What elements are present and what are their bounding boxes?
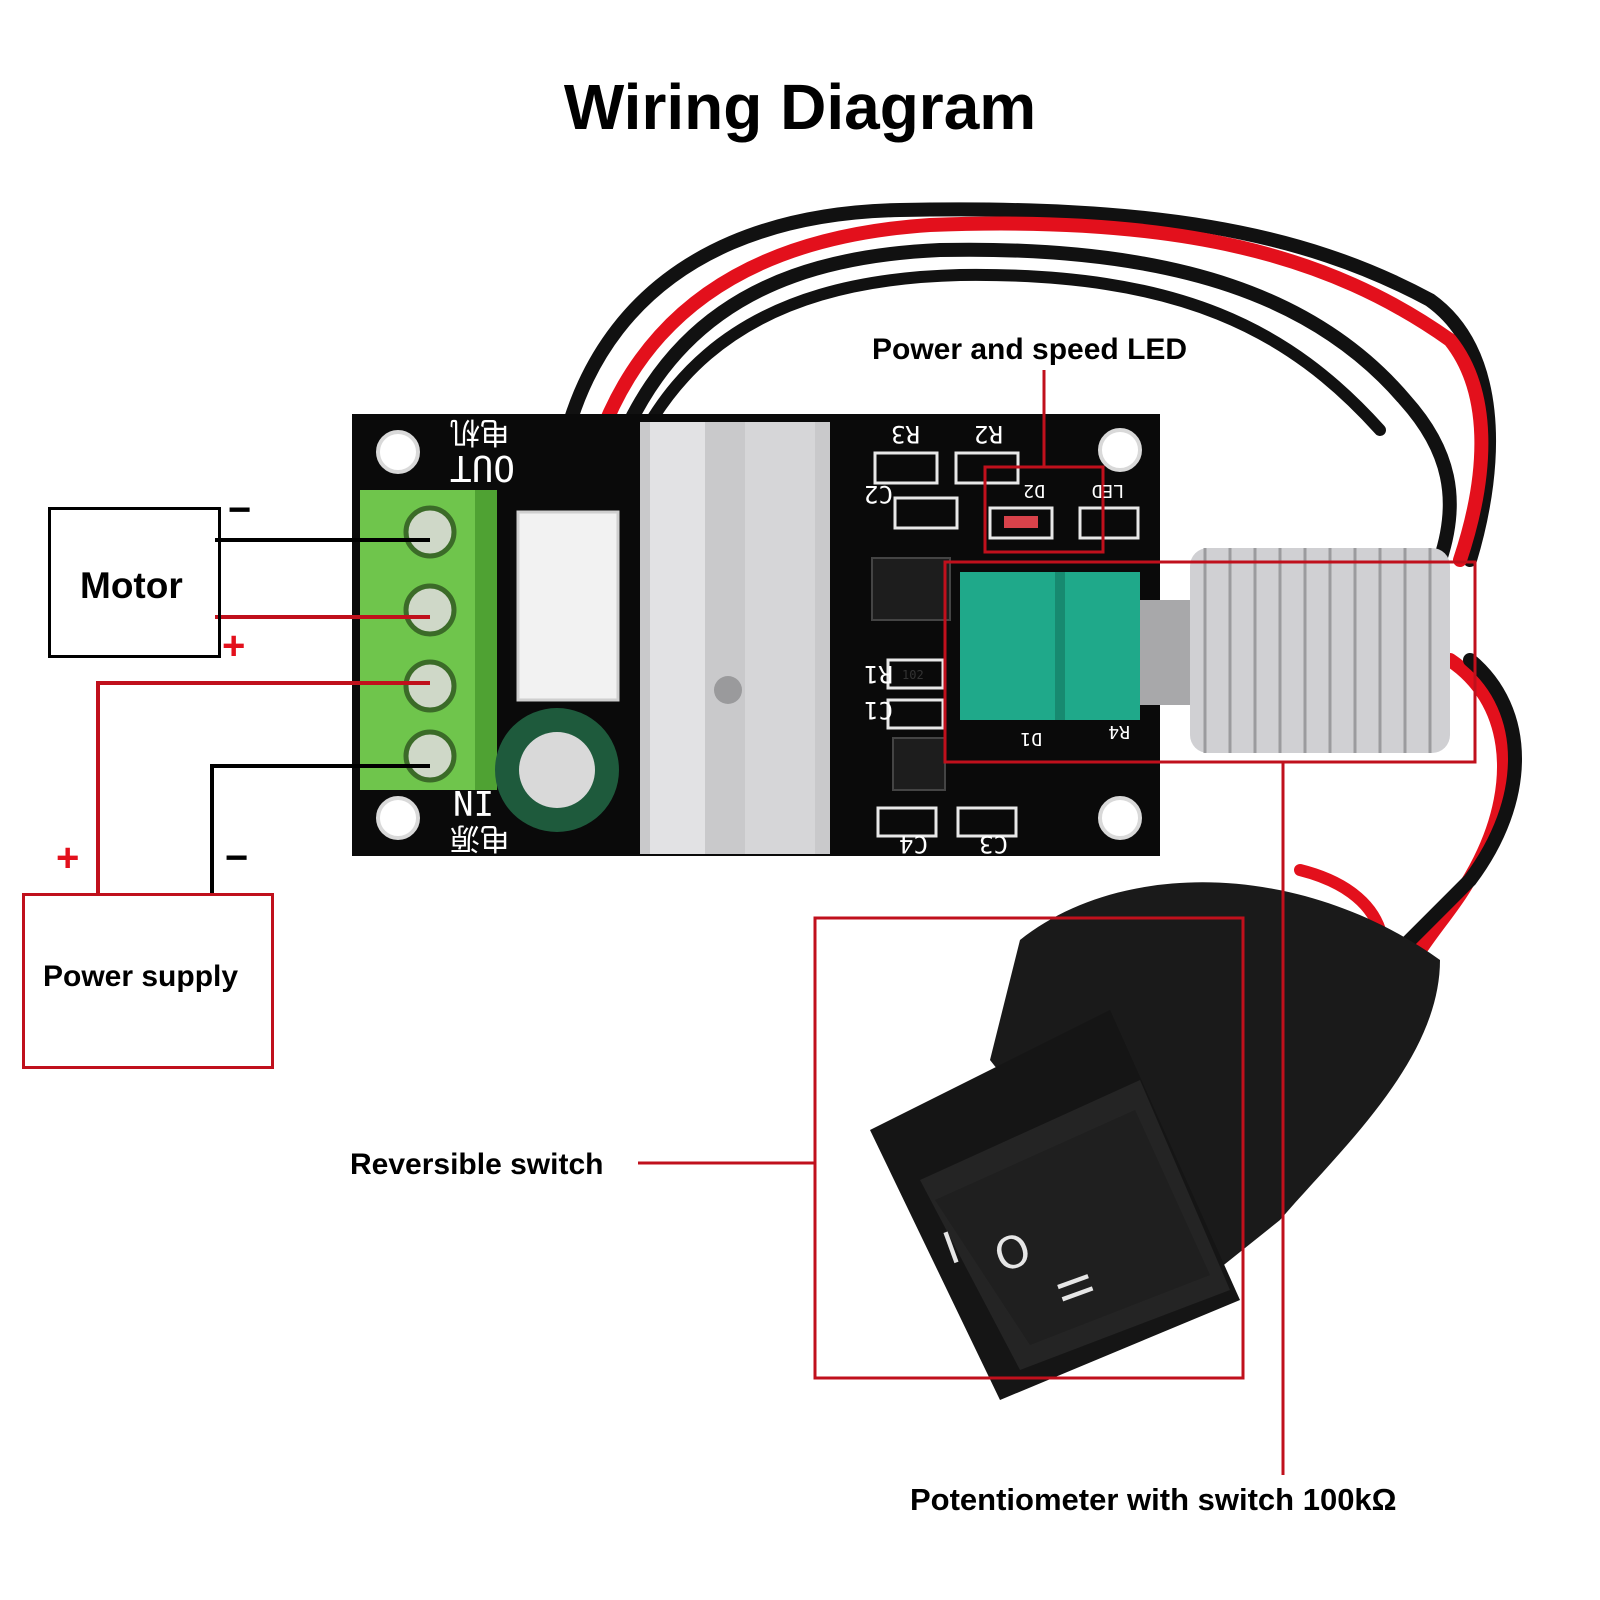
silk-c1: C1 (864, 696, 893, 724)
silk-r3: R3 (891, 420, 920, 448)
silk-c3: C3 (979, 830, 1008, 858)
cable-red-1 (562, 216, 1489, 667)
silk-d1: D1 (1020, 728, 1042, 749)
mount-hole (1098, 428, 1142, 472)
mount-hole (1098, 796, 1142, 840)
power-supply-label: Power supply (43, 960, 239, 993)
external-wiring (96, 538, 430, 895)
cable-black-2 (568, 242, 1457, 652)
transistor (892, 737, 946, 791)
switch-callout-box (813, 916, 1245, 1380)
pot-callout-box (943, 560, 1477, 764)
terminal-screw (403, 583, 457, 637)
power-minus-sign: − (225, 836, 249, 880)
power-supply-box: Power supply (22, 893, 274, 1069)
silk-in-cn: 电源 (450, 820, 510, 855)
cable-red-down-2 (1294, 864, 1386, 936)
power-plus-wire (96, 681, 430, 895)
silk-led: LED (1091, 480, 1124, 501)
motor-minus-sign: − (228, 488, 252, 532)
silk-r1: R1 (864, 660, 893, 688)
power-plus-sign: + (56, 836, 80, 880)
heatsink (640, 422, 830, 854)
smd-components (873, 451, 1140, 838)
silk-r4: R4 (1108, 721, 1130, 742)
callouts (638, 370, 1477, 1475)
motor-plus-sign: + (222, 624, 246, 668)
led-callout-label: Power and speed LED (872, 333, 1188, 366)
silk-in: IN (453, 782, 494, 822)
mount-hole (376, 796, 420, 840)
terminal-block (360, 490, 497, 790)
motor-label: Motor (80, 565, 183, 606)
electrolytic-capacitor (495, 708, 619, 832)
power-minus-wire (210, 764, 430, 895)
pcb-board (352, 414, 1450, 856)
motor-box: Motor (48, 507, 221, 658)
silk-out-cn: 电机 (450, 414, 510, 449)
terminal-screw (403, 659, 457, 713)
pcb-silkscreen: OUT 电机 IN 电源 R3 R2 C2 D2 LED R1 C1 R4 D1… (450, 414, 1130, 858)
silk-r1-code: 102 (902, 668, 924, 682)
silk-r2: R2 (974, 420, 1003, 448)
potentiometer (960, 548, 1450, 753)
ic-chip (871, 557, 951, 621)
switch-callout-label: Reversible switch (350, 1148, 604, 1181)
cable-black-1 (545, 202, 1497, 647)
pot-callout-label: Potentiometer with switch 100kΩ (910, 1482, 1397, 1517)
silk-d2: D2 (1023, 480, 1045, 501)
rocker-switch (870, 882, 1440, 1400)
cable-black-down (1393, 653, 1522, 957)
mount-hole (376, 430, 420, 474)
silk-out: OUT (450, 447, 515, 488)
terminal-screw (403, 505, 457, 559)
silk-c2: C2 (864, 480, 893, 508)
wire-connector (516, 510, 620, 702)
page-title: Wiring Diagram (563, 71, 1037, 143)
led-d2 (1004, 516, 1038, 528)
terminal-screw (403, 729, 457, 783)
switch-markings: I O II (937, 1223, 1103, 1310)
silk-c4: C4 (899, 830, 928, 858)
